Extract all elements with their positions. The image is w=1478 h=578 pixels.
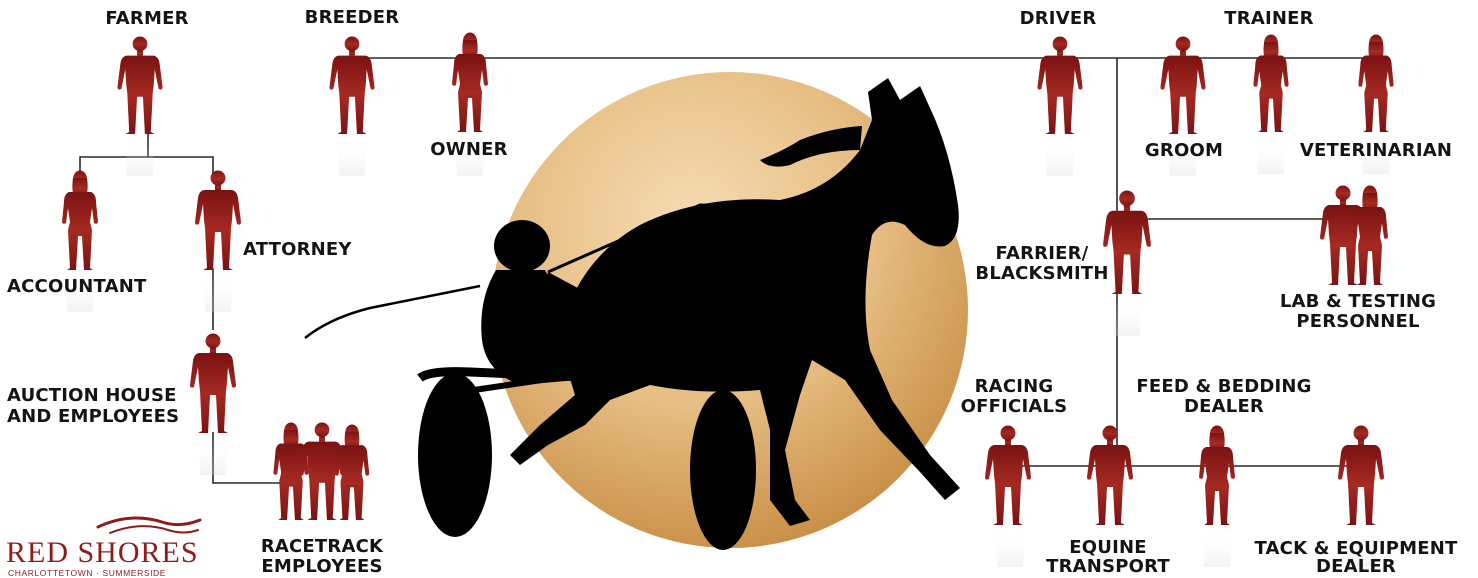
equine-transport-figure-icon: [1087, 426, 1133, 526]
label-feed-line1: FEED & BEDDING: [1136, 377, 1311, 397]
label-lab-line1: LAB & TESTING: [1280, 292, 1436, 312]
auction-figure-icon: [190, 334, 236, 434]
accountant-figure-icon: [62, 171, 98, 271]
veterinarian-figure-icon: [1358, 34, 1393, 132]
label-tack-line2: DEALER: [1316, 557, 1396, 577]
tack-dealer-figure-icon: [1338, 426, 1384, 526]
trainer-figure-icon: [1253, 34, 1288, 132]
lab-figure-2-icon: [1352, 186, 1388, 286]
label-driver: DRIVER: [1020, 9, 1097, 29]
racing-officials-figure-icon: [985, 426, 1031, 526]
label-groom: GROOM: [1145, 141, 1223, 161]
groom-figure-icon: [1160, 36, 1205, 134]
label-farrier-line2: BLACKSMITH: [975, 264, 1108, 284]
label-equine-line2: TRANSPORT: [1046, 557, 1170, 577]
label-racing-line1: RACING: [975, 377, 1054, 397]
label-veterinarian: VETERINARIAN: [1300, 141, 1452, 161]
label-racetrack-line2: EMPLOYEES: [261, 557, 382, 577]
label-breeder: BREEDER: [305, 8, 400, 28]
lab-figure-1-icon: [1320, 186, 1366, 286]
brand-tagline: CHARLOTTETOWN · SUMMERSIDE: [8, 568, 166, 578]
brand-name: RED SHORES: [6, 538, 199, 568]
label-feed-line2: DEALER: [1184, 397, 1264, 417]
attorney-figure-icon: [195, 171, 241, 271]
label-auction-line1: AUCTION HOUSE: [7, 386, 177, 406]
label-auction-line2: AND EMPLOYEES: [7, 407, 179, 427]
driver-figure-icon: [1037, 36, 1082, 134]
label-attorney: ATTORNEY: [243, 240, 352, 260]
label-farrier-line1: FARRIER/: [996, 244, 1089, 264]
red-shores-logo-icon: [98, 518, 200, 533]
label-lab-line2: PERSONNEL: [1296, 312, 1419, 332]
farrier-figure-icon: [1103, 191, 1151, 294]
label-racing-line2: OFFICIALS: [961, 397, 1068, 417]
breeder-figure-icon: [329, 36, 374, 134]
owner-figure-icon: [452, 33, 488, 133]
label-trainer: TRAINER: [1224, 9, 1313, 29]
label-farmer: FARMER: [105, 9, 188, 29]
racetrack-figure-3-icon: [335, 424, 370, 520]
label-owner: OWNER: [430, 140, 507, 160]
label-accountant: ACCOUNTANT: [7, 277, 147, 297]
feed-dealer-figure-icon: [1199, 426, 1235, 526]
label-racetrack-line1: RACETRACK: [261, 537, 383, 557]
label-equine-line1: EQUINE: [1069, 538, 1146, 558]
farmer-figure-icon: [117, 36, 162, 134]
